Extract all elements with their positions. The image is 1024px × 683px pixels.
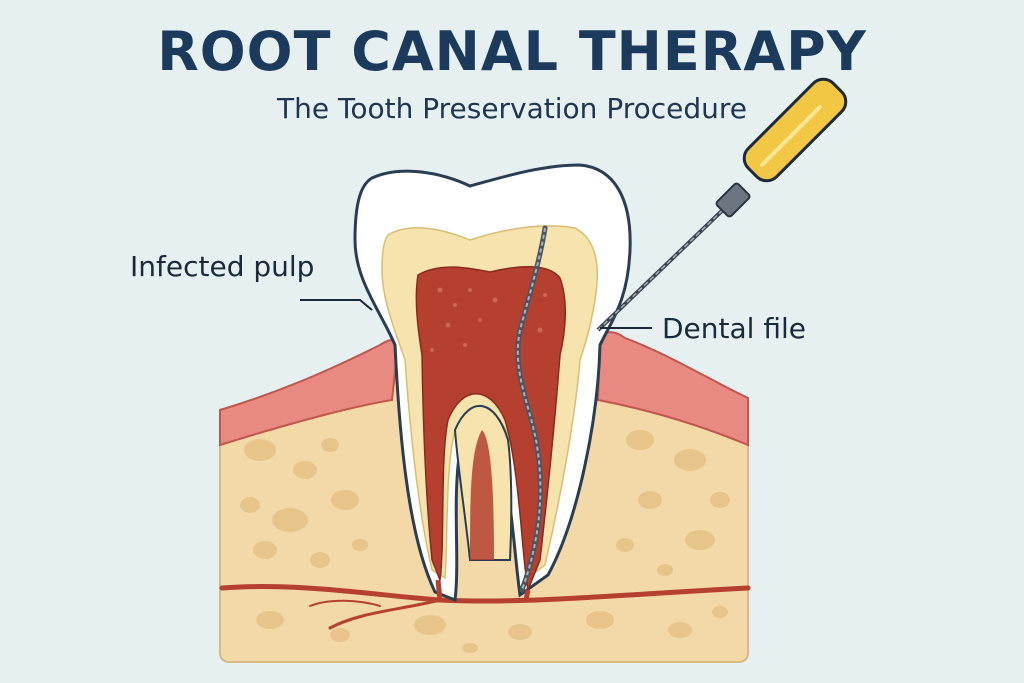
infected-pulp-leader [300, 299, 373, 311]
dental-file-icon [515, 77, 848, 593]
page-subtitle: The Tooth Preservation Procedure [277, 92, 747, 125]
dental-file-label: Dental file [662, 312, 806, 345]
page-title: ROOT CANAL THERAPY [157, 20, 867, 83]
blood-vessel [219, 584, 751, 630]
tooth-illustration [353, 163, 632, 603]
gum-tissue [219, 331, 749, 447]
infected-pulp-label: Infected pulp [130, 250, 315, 283]
